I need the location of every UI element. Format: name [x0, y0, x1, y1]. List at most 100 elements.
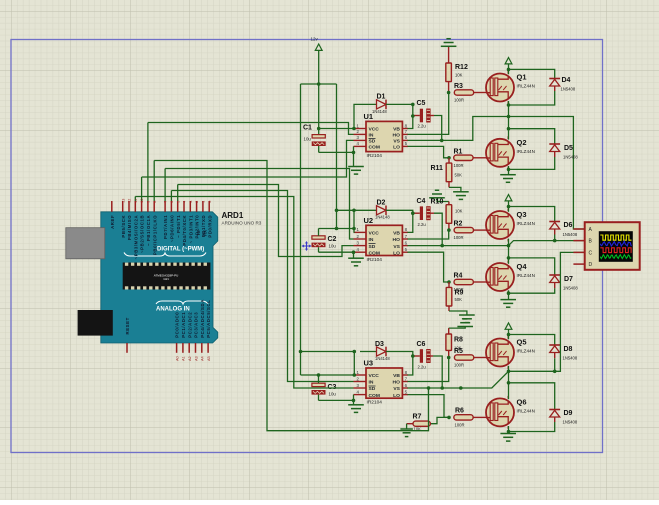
svg-text:LO: LO [393, 393, 400, 399]
svg-text:U2: U2 [364, 216, 374, 225]
svg-text:D5: D5 [564, 145, 573, 152]
svg-text:10u: 10u [304, 137, 312, 142]
svg-text:1N5408: 1N5408 [563, 356, 578, 361]
svg-text:R9: R9 [455, 290, 464, 297]
svg-text:ARD1: ARD1 [222, 211, 244, 220]
svg-text:5: 5 [405, 247, 408, 252]
svg-text:D7: D7 [564, 276, 573, 283]
svg-text:C: C [589, 250, 593, 256]
svg-text:C5: C5 [417, 100, 426, 107]
svg-text:4: 4 [357, 389, 360, 394]
svg-text:50K: 50K [455, 173, 463, 178]
svg-text:0: 0 [208, 201, 212, 203]
svg-text:3: 3 [189, 201, 193, 203]
svg-text:6: 6 [405, 240, 408, 245]
svg-text:R8: R8 [454, 337, 463, 344]
svg-text:2: 2 [357, 234, 360, 239]
svg-text:6: 6 [170, 201, 174, 203]
svg-text:R4: R4 [454, 273, 463, 280]
svg-text:8: 8 [405, 123, 408, 128]
svg-text:IRLZ44N: IRLZ44N [517, 273, 535, 278]
svg-text:R3: R3 [454, 83, 463, 90]
svg-text:PC3/ADC3: PC3/ADC3 [194, 312, 199, 338]
svg-text:8: 8 [405, 227, 408, 232]
svg-text:1N5408: 1N5408 [563, 420, 578, 425]
svg-text:2: 2 [195, 201, 199, 203]
svg-text:10u: 10u [329, 244, 337, 249]
svg-text:LO: LO [393, 145, 400, 151]
svg-text:4: 4 [357, 141, 360, 146]
svg-text:COM: COM [369, 393, 380, 399]
svg-text:11: 11 [134, 199, 138, 203]
svg-text:PC5/ADC5/SCL: PC5/ADC5/SCL [206, 300, 211, 338]
svg-text:ATMEGA328P-PU: ATMEGA328P-PU [154, 274, 179, 278]
svg-text:IRLZ44N: IRLZ44N [517, 149, 535, 154]
svg-text:PC0/ADC0: PC0/ADC0 [175, 312, 180, 338]
svg-text:~PD6/AIN0: ~PD6/AIN0 [170, 215, 175, 242]
svg-text:7: 7 [405, 129, 408, 134]
svg-text:Q1: Q1 [517, 73, 527, 82]
svg-text:IRLZ44N: IRLZ44N [517, 409, 535, 414]
svg-text:3: 3 [357, 383, 360, 388]
svg-text:A5: A5 [207, 356, 211, 361]
svg-text:2: 2 [357, 129, 360, 134]
svg-text:IRLZ44N: IRLZ44N [517, 84, 535, 89]
svg-text:Q4: Q4 [517, 262, 528, 271]
svg-text:IRLZ44N: IRLZ44N [517, 221, 535, 226]
svg-text:C4: C4 [417, 198, 426, 205]
svg-text:A1: A1 [182, 356, 186, 361]
svg-text:A: A [589, 227, 593, 233]
svg-text:PD7/AIN1: PD7/AIN1 [163, 215, 168, 239]
svg-text:100R: 100R [454, 163, 464, 168]
svg-text:COM: COM [369, 145, 380, 151]
svg-text:R7: R7 [413, 414, 422, 421]
svg-text:C1: C1 [303, 125, 312, 132]
svg-text:7: 7 [405, 376, 408, 381]
svg-text:5: 5 [405, 389, 408, 394]
svg-text:D2: D2 [377, 200, 386, 207]
svg-text:IR2104: IR2104 [367, 153, 383, 159]
svg-text:TX: TX [196, 230, 201, 236]
svg-text:HO: HO [393, 380, 401, 386]
svg-text:~PB2/SS/OC1B: ~PB2/SS/OC1B [140, 215, 145, 253]
svg-text:10K: 10K [414, 427, 422, 432]
svg-text:R5: R5 [454, 348, 463, 355]
svg-text:DIGITAL (~PWM): DIGITAL (~PWM) [157, 247, 204, 253]
svg-text:5: 5 [176, 201, 180, 203]
svg-text:A2: A2 [188, 356, 192, 361]
svg-text:IR2104: IR2104 [367, 257, 383, 263]
svg-text:D1: D1 [377, 94, 386, 101]
svg-text:VB: VB [393, 231, 400, 237]
svg-text:~ PD3/INT1: ~ PD3/INT1 [188, 215, 193, 244]
svg-text:13: 13 [121, 199, 125, 203]
svg-text:A0: A0 [175, 356, 179, 361]
svg-text:SD: SD [369, 244, 376, 250]
svg-text:3: 3 [357, 240, 360, 245]
svg-text:PD2/INT0: PD2/INT0 [195, 215, 200, 239]
svg-text:6: 6 [405, 135, 408, 140]
svg-text:AREF: AREF [110, 215, 115, 229]
svg-text:IRLZ44N: IRLZ44N [517, 349, 535, 354]
svg-text:12v: 12v [311, 37, 319, 42]
svg-text:U3: U3 [364, 359, 374, 368]
svg-text:1N5408: 1N5408 [561, 87, 576, 92]
svg-text:~ PD5/T1: ~ PD5/T1 [176, 215, 181, 238]
svg-text:VB: VB [393, 373, 400, 379]
svg-text:A3: A3 [194, 356, 198, 361]
svg-text:RESET: RESET [125, 317, 130, 334]
svg-text:1N4148: 1N4148 [375, 215, 390, 220]
svg-text:1N5408: 1N5408 [563, 155, 578, 160]
svg-text:U1: U1 [364, 112, 374, 121]
svg-text:9: 9 [147, 201, 151, 203]
svg-text:R1: R1 [454, 148, 463, 155]
svg-text:PC1/ADC1: PC1/ADC1 [181, 312, 186, 338]
svg-text:IN: IN [369, 380, 374, 386]
svg-text:D9: D9 [564, 410, 573, 417]
svg-text:PC4/ADC4/SDA: PC4/ADC4/SDA [200, 299, 205, 338]
svg-text:12: 12 [128, 199, 132, 203]
svg-text:COM: COM [369, 250, 380, 256]
svg-text:VCC: VCC [369, 373, 380, 379]
svg-text:C6: C6 [417, 341, 426, 348]
svg-text:D: D [589, 262, 593, 268]
svg-text:1N4148: 1N4148 [372, 109, 387, 114]
